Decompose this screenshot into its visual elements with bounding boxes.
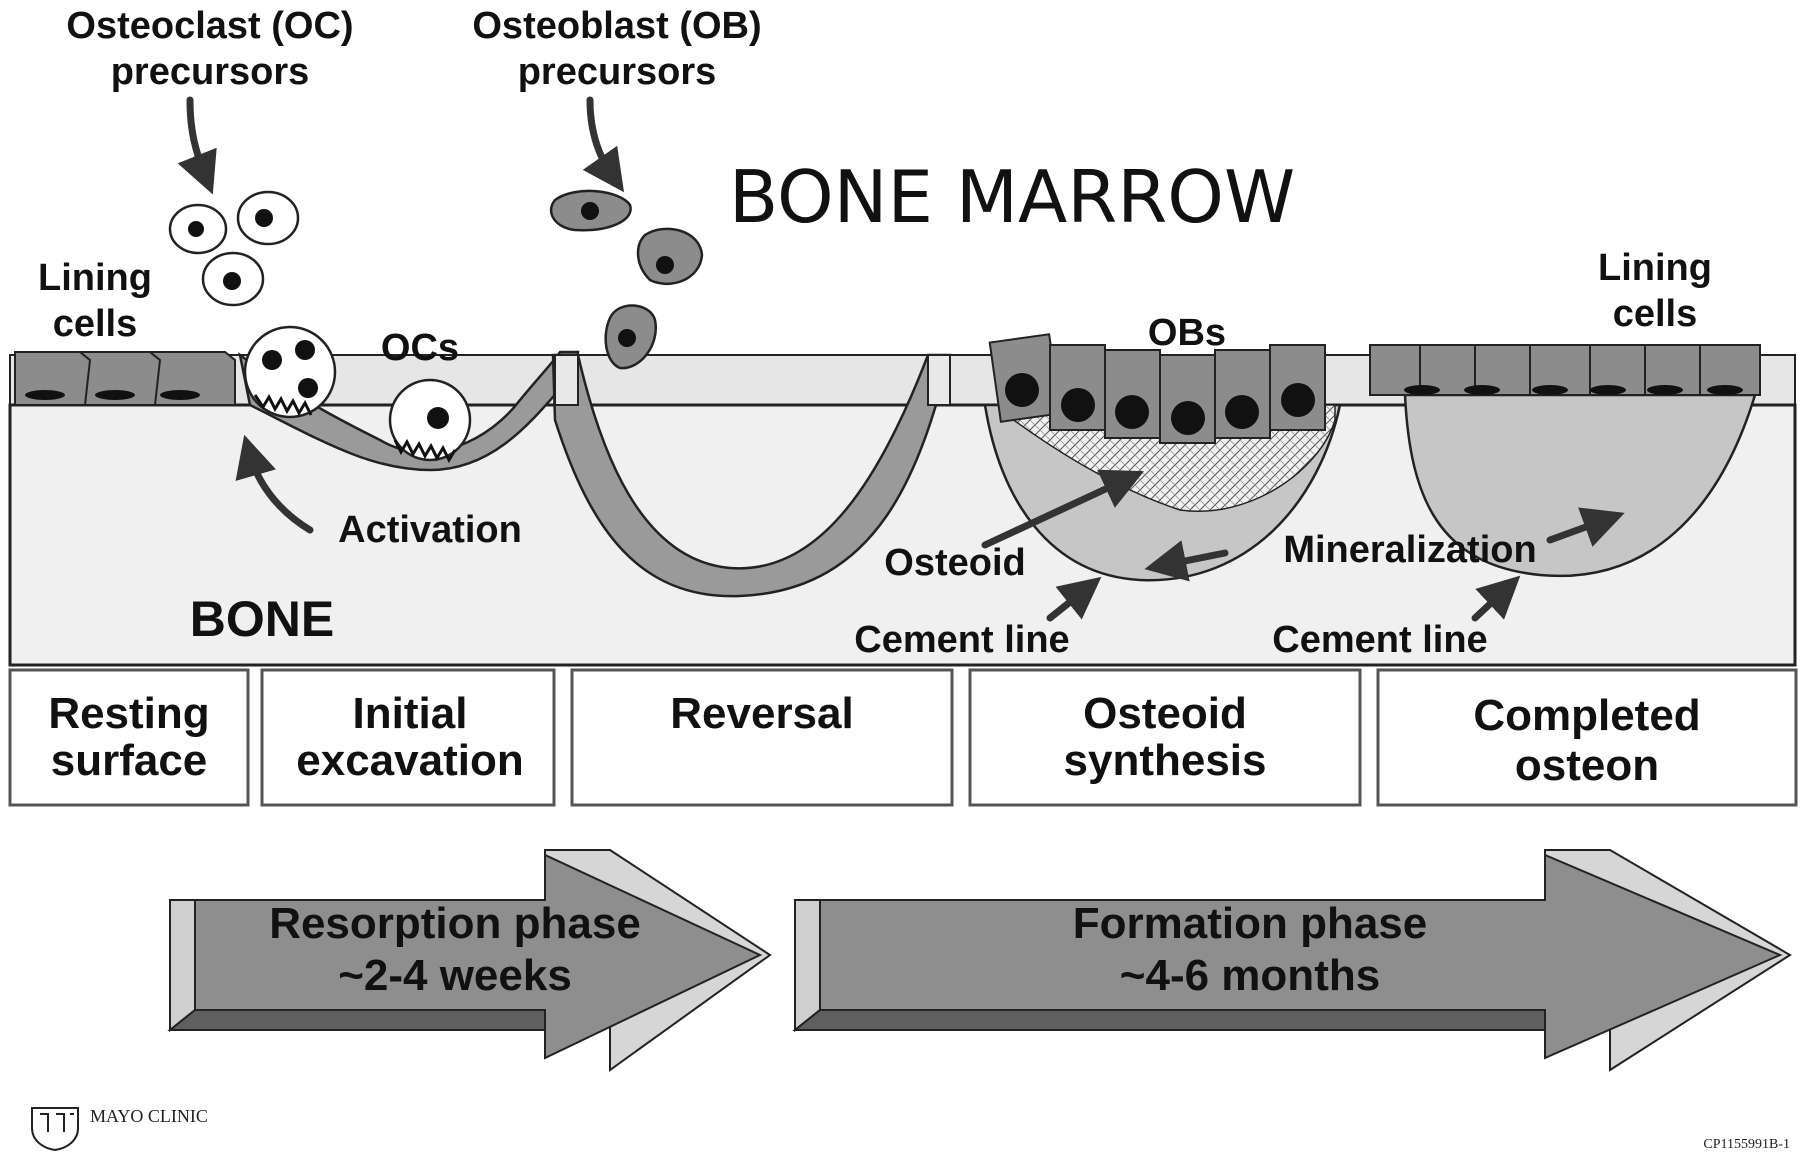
resorption-phase-label-line2: ~2-4 weeks	[338, 951, 572, 1000]
bone-label: BONE	[190, 591, 334, 647]
lining-cells-right	[1369, 344, 1761, 396]
obs-label: OBs	[1148, 312, 1226, 354]
cement-line-label-1: Cement line	[854, 619, 1069, 661]
resorption-phase-label-line1: Resorption phase	[269, 899, 641, 948]
stage-boxes: Resting surface Initial excavation Rever…	[8, 668, 1798, 807]
lining-cells-right-label-line1: Lining	[1598, 247, 1712, 289]
bone-marrow-label: BONE MARROW	[729, 155, 1295, 239]
mayo-clinic-logo-text: MAYO CLINIC	[90, 1106, 208, 1126]
activation-label: Activation	[338, 509, 522, 551]
lining-cells-right-label-line2: cells	[1613, 293, 1698, 335]
lining-cells-left-label-line1: Lining	[38, 257, 152, 299]
stage-label-reversal-line1: Reversal	[670, 689, 853, 738]
mayo-clinic-shield-icon	[31, 1107, 79, 1152]
lining-cells-left-label-line2: cells	[53, 303, 138, 345]
diagram-labels: Osteoclast (OC) precursors Osteoblast (O…	[38, 5, 1712, 661]
formation-phase-label-line2: ~4-6 months	[1120, 951, 1380, 1000]
stage-label-resting-line2: surface	[51, 736, 208, 785]
ob-precursors-label-line1: Osteoblast (OB)	[472, 5, 761, 47]
stage-label-osteoid-line1: Osteoid	[1083, 689, 1247, 738]
stage-box-osteoid	[968, 668, 1362, 807]
footer: MAYO CLINIC CP1155991B-1	[31, 1106, 1790, 1152]
reversal-cavity	[551, 353, 952, 598]
completed-osteon	[1403, 393, 1757, 578]
lining-cells-left	[14, 351, 236, 406]
ob-precursors-label-line2: precursors	[518, 51, 717, 93]
pointer-arrows	[177, 96, 1625, 622]
osteoclast-cells	[243, 325, 472, 464]
stage-label-resting-line1: Resting	[48, 689, 209, 738]
stage-label-completed-line2: osteon	[1515, 741, 1659, 790]
figure-code: CP1155991B-1	[1703, 1137, 1790, 1152]
formation-phase-label-line1: Formation phase	[1073, 899, 1428, 948]
stage-box-initial	[260, 668, 556, 807]
stage-label-completed-line1: Completed	[1473, 691, 1700, 740]
osteoblasts-row	[988, 333, 1326, 444]
cement-line-label-2: Cement line	[1272, 619, 1487, 661]
stage-label-initial-line1: Initial	[353, 689, 468, 738]
mineralization-label: Mineralization	[1283, 529, 1536, 571]
stage-box-reversal	[570, 668, 954, 807]
resorption-phase-arrow: Resorption phase ~2-4 weeks	[167, 849, 772, 1072]
osteoid-label: Osteoid	[884, 542, 1025, 584]
stage-box-completed	[1376, 668, 1798, 807]
osteoid-pit	[983, 403, 1342, 582]
stage-box-resting	[8, 668, 250, 807]
stage-label-initial-line2: excavation	[296, 736, 523, 785]
oc-precursors-label-line1: Osteoclast (OC)	[66, 5, 353, 47]
ocs-label: OCs	[381, 327, 459, 369]
oc-precursors-label-line2: precursors	[111, 51, 310, 93]
oc-precursor-cells	[168, 190, 300, 307]
stage-label-osteoid-line2: synthesis	[1064, 736, 1267, 785]
formation-phase-arrow: Formation phase ~4-6 months	[792, 849, 1792, 1072]
ob-precursor-cells	[549, 189, 704, 370]
